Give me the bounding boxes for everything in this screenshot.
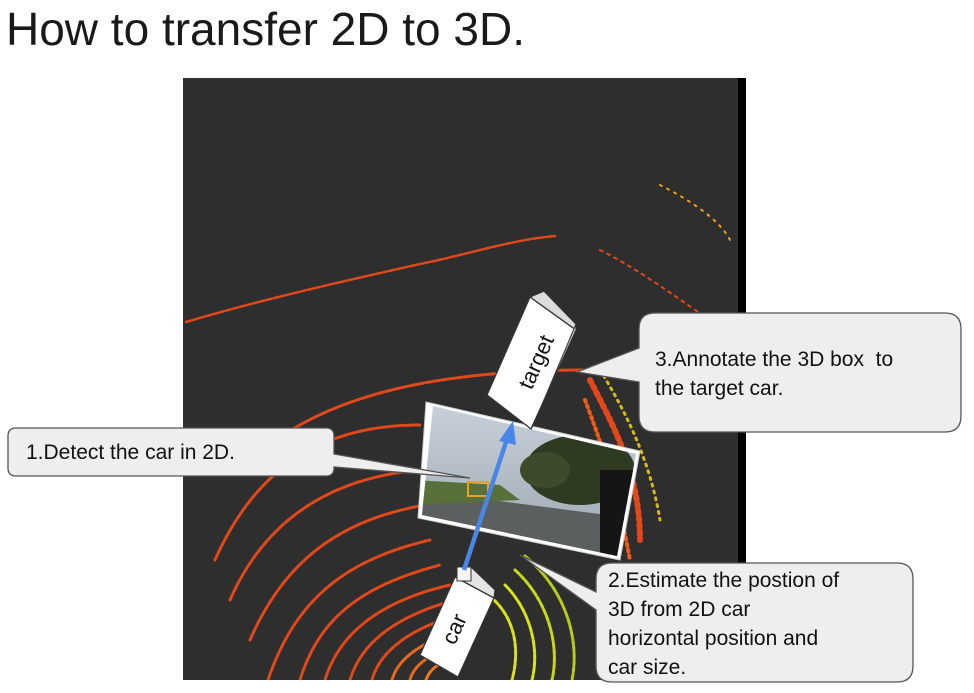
target-3d-box	[486, 290, 577, 431]
callout-step3-text: 3.Annotate the 3D box to the target car.	[655, 345, 893, 403]
callout-step2-line: car size.	[608, 656, 687, 679]
callout-step1-bubble	[7, 427, 471, 479]
estimation-arrow	[461, 421, 516, 571]
callout-step2-bubble	[519, 554, 914, 683]
callout-step2-line: 2.Estimate the postion of	[608, 569, 840, 592]
callout-step3-line: the target car.	[655, 377, 784, 400]
camera-photo	[417, 401, 641, 561]
callout-step2-line: 3D from 2D car	[608, 598, 751, 621]
car-3d-box	[419, 565, 496, 678]
callout-step2-line: horizontal position and	[608, 627, 819, 650]
callout-step1-text: 1.Detect the car in 2D.	[26, 441, 235, 464]
callout-step2-text: 2.Estimate the postion of 3D from 2D car…	[608, 566, 839, 682]
callout-step3-bubble	[574, 312, 962, 433]
callout-step3-line: 3.Annotate the 3D box to	[655, 348, 894, 371]
slide-title: How to transfer 2D to 3D.	[6, 3, 525, 55]
